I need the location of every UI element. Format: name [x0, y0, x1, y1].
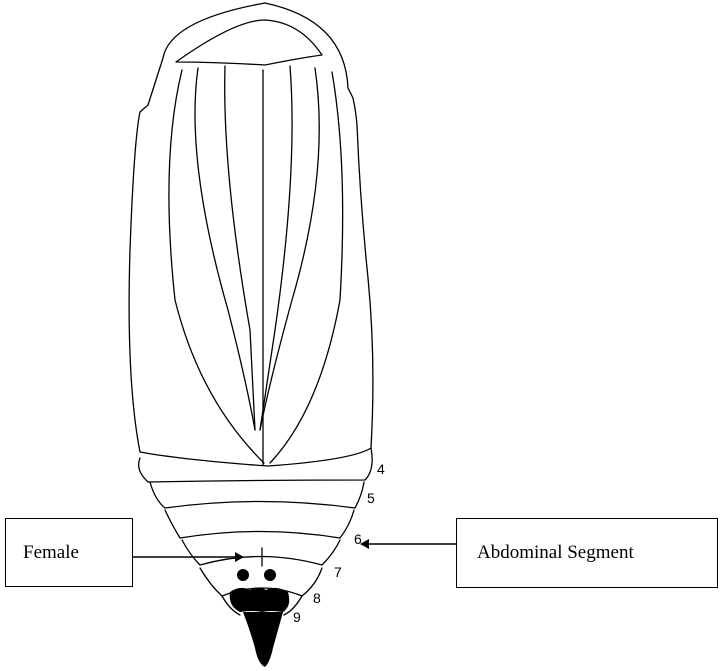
- segment-number-5: 5: [367, 490, 375, 506]
- antenna-sheath-right: [260, 68, 319, 430]
- genital-spot-left-upper: [237, 569, 249, 581]
- leg-sheath-right: [260, 66, 292, 430]
- female-arrow-head: [235, 552, 244, 562]
- segment-number-9: 9: [293, 609, 301, 625]
- abdominal-segment-label-box: Abdominal Segment: [456, 518, 718, 588]
- segment-band-7: [182, 540, 340, 565]
- segment-band-5: [150, 482, 364, 508]
- segment-number-6: 6: [354, 531, 362, 547]
- segment-number-4: 4: [377, 461, 385, 477]
- genital-spot-right-upper: [264, 569, 276, 581]
- pupa-body-outline: [129, 3, 373, 466]
- wing-pad-right: [270, 72, 343, 463]
- head-cap: [176, 20, 322, 65]
- leg-sheath-left: [225, 66, 255, 430]
- female-label-box: Female: [5, 518, 133, 587]
- female-label: Female: [23, 542, 79, 564]
- segment-number-7: 7: [334, 564, 342, 580]
- genital-plate: [230, 588, 290, 613]
- cremaster: [243, 612, 283, 667]
- abdominal-segment-label: Abdominal Segment: [477, 542, 634, 564]
- segment-band-6: [165, 510, 354, 538]
- segment-number-8: 8: [313, 590, 321, 606]
